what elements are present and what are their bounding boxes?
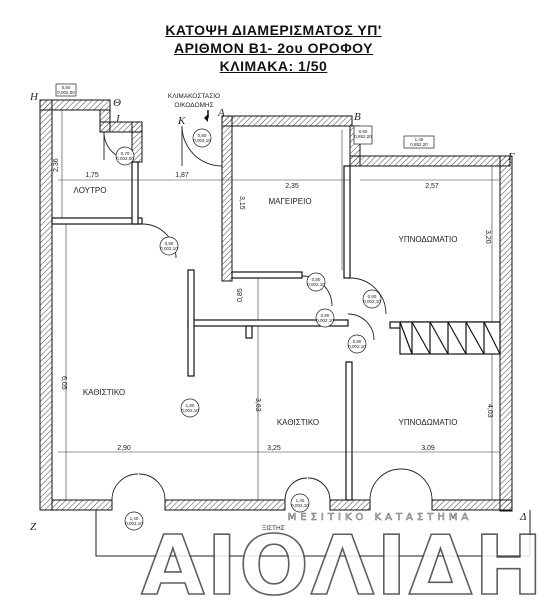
dim-bottom-3: 3,09: [421, 445, 435, 452]
corner-letter-g: Γ: [507, 151, 515, 163]
outer-walls: [39, 99, 513, 512]
stair-label-line2: ΟΙΚΟΔΟΜΗΣ: [174, 102, 213, 109]
dim-living-2-height: 3,63: [254, 398, 261, 412]
dim-bath-height: 2,36: [53, 158, 60, 172]
plan-scale: ΚΛΙΜΑΚΑ: 1/50: [219, 58, 328, 74]
dimension-lines: [58, 110, 500, 500]
room-label-bedroom-2: ΥΠΝΟΔΩΜΑΤΙΟ: [398, 418, 457, 427]
dim-bedroom-1-width: 2,57: [425, 183, 439, 190]
corner-letter-b: Β: [354, 111, 361, 123]
door-swings: [103, 125, 433, 501]
corner-letter-i: Ι: [115, 113, 121, 125]
room-label-bedroom-1: ΥΠΝΟΔΩΜΑΤΙΟ: [398, 235, 457, 244]
entry-arrow-icon: [204, 110, 209, 122]
watermark: ΜΕΣΙΤΙΚΟ ΚΑΤΑΣΤΗΜΑ ΑΙΟΛΙΔΗΣ: [140, 512, 547, 600]
dim-bath-width: 1,75: [85, 172, 99, 179]
dim-bottom-2: 3,25: [267, 445, 281, 452]
plan-title-line2: ΑΡΙΘΜΟΝ Β1- 2ου ΟΡΟΦΟΥ: [173, 40, 374, 56]
balcony-outline: [95, 510, 531, 557]
watermark-small-text: ΜΕΣΙΤΙΚΟ ΚΑΤΑΣΤΗΜΑ: [288, 512, 473, 523]
dim-bedroom-1-height: 3,20: [484, 230, 491, 244]
corner-letter-h: Η: [29, 91, 39, 103]
dim-bedroom-2-height: 4,03: [486, 404, 493, 418]
corner-letter-d: Δ: [519, 511, 526, 523]
room-label-kitchen: ΜΑΓΕΙΡΕΙΟ: [268, 197, 311, 206]
dim-living-1-height: 6,05: [60, 376, 67, 390]
room-label-living-2: ΚΑΘΙΣΤΙΚΟ: [277, 418, 319, 427]
plan-title-line1: ΚΑΤΟΨΗ ΔΙΑΜΕΡΙΣΜΑΤΟΣ ΥΠ': [165, 22, 382, 38]
corner-letter-k: Κ: [177, 115, 186, 127]
bottom-partial-label: ΞΙΣΤΗΣ: [262, 525, 285, 532]
interior-walls: [51, 161, 501, 501]
dim-middle-height: 0,85: [237, 288, 244, 302]
dim-hall-width: 1,87: [175, 172, 189, 179]
dim-kitchen-height: 3,15: [238, 196, 245, 210]
corner-letter-th: Θ: [113, 97, 121, 109]
watermark-brand-text: ΑΙΟΛΙΔΗΣ: [141, 519, 547, 600]
room-label-bath: ΛΟΥΤΡΟ: [74, 186, 107, 195]
dim-kitchen-width: 2,35: [285, 183, 299, 190]
corner-letter-z: Ζ: [30, 521, 37, 533]
corner-letter-a: Α: [217, 107, 225, 119]
opening-tags: [55, 83, 435, 531]
room-label-living-1: ΚΑΘΙΣΤΙΚΟ: [83, 388, 125, 397]
stair-label-line1: ΚΛΙΜΑΚΟΣΤΑΣΙΟ: [168, 93, 220, 100]
dim-bottom-1: 2,90: [117, 445, 131, 452]
